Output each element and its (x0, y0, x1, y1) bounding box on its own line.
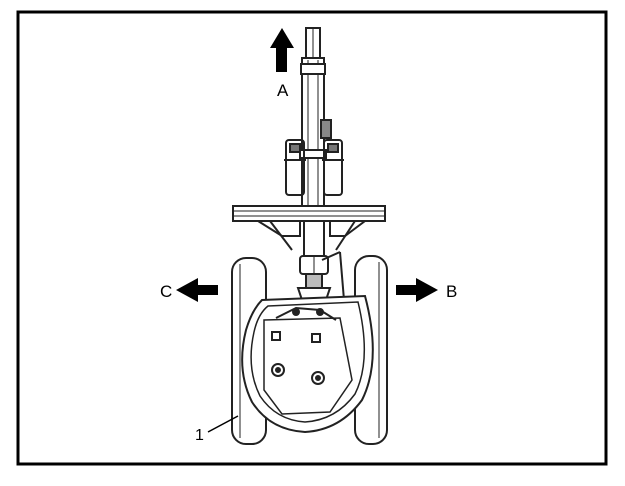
cross-frame (232, 205, 386, 251)
label-direction-forward: A (277, 81, 289, 100)
label-direction-right: B (446, 282, 457, 301)
hydraulic-cylinders (284, 139, 344, 196)
label-direction-left: C (160, 282, 172, 301)
callout-1-label: 1 (195, 427, 204, 444)
callout-1-leader (207, 415, 239, 433)
arrow-left-icon (176, 278, 218, 302)
cutting-head-housing (241, 294, 374, 434)
arrow-up-icon (270, 28, 294, 72)
arrow-right-icon (396, 278, 438, 302)
boom-arm (299, 27, 332, 209)
